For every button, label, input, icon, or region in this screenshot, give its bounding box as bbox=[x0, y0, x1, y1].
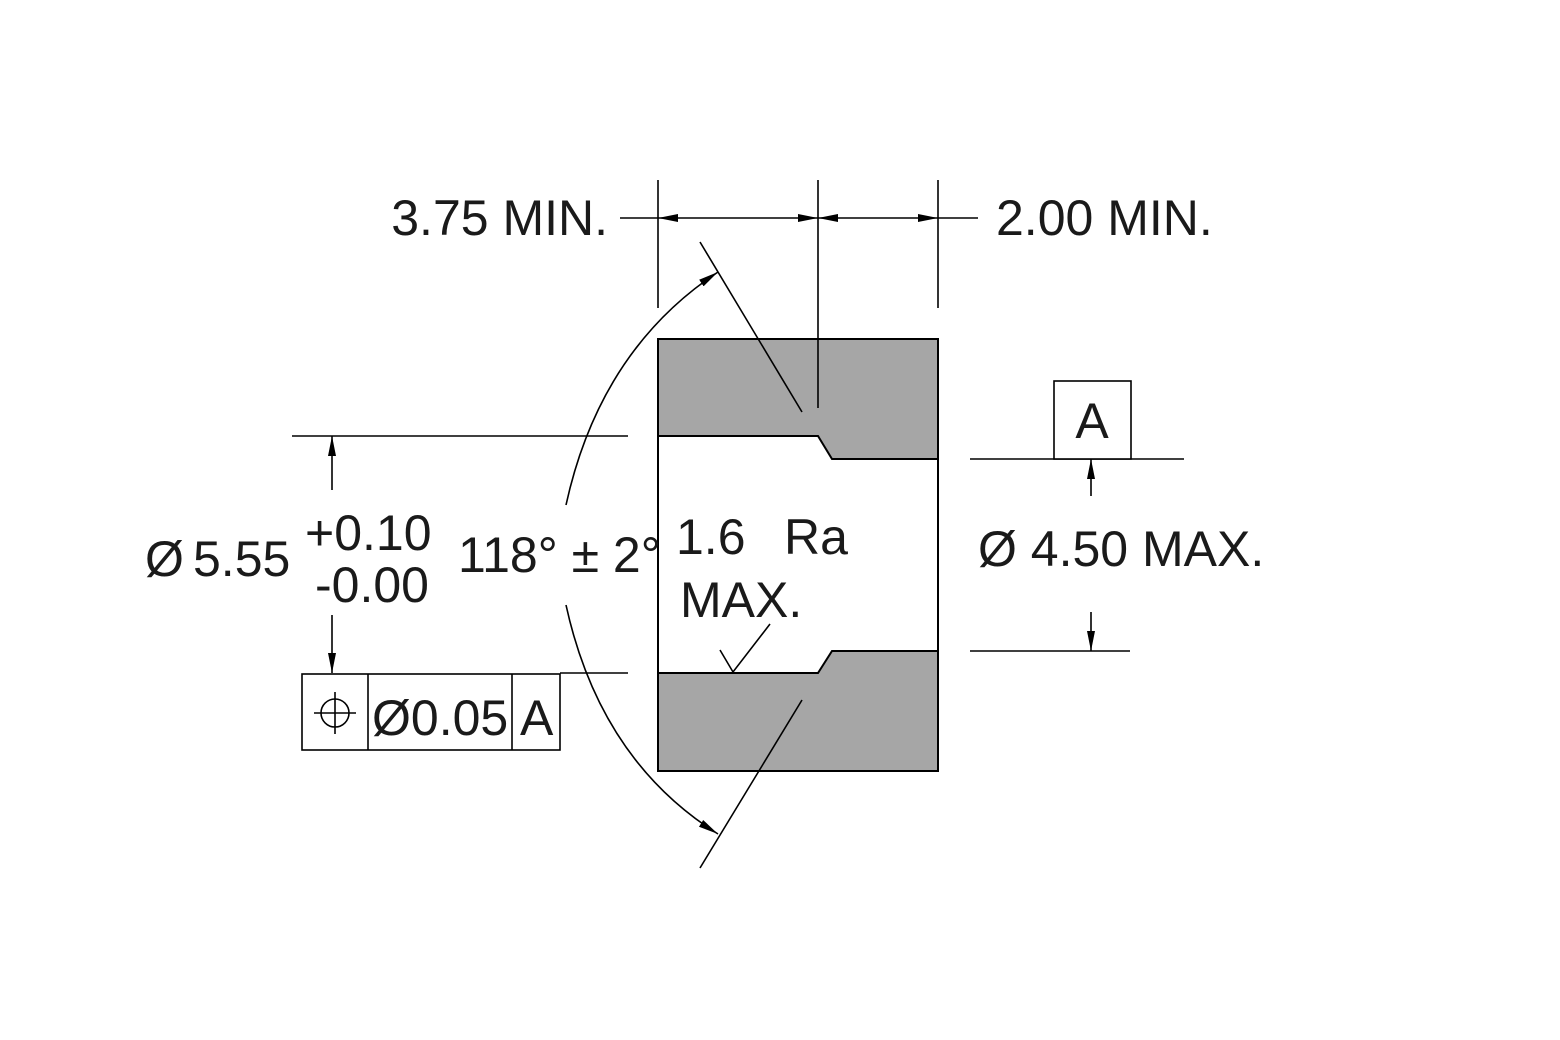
tolerance-upper: +0.10 bbox=[305, 505, 432, 561]
inner-diameter-dimension: Ø 4.50 MAX. A bbox=[970, 380, 1264, 652]
angle-arc-top bbox=[565, 271, 719, 506]
cone-line-top bbox=[699, 241, 803, 413]
datum-label: A bbox=[1075, 393, 1109, 449]
section-top bbox=[657, 338, 939, 460]
fcf-datum: A bbox=[520, 690, 554, 746]
roughness-unit: Ra bbox=[784, 509, 848, 565]
angle-arc-bottom bbox=[565, 604, 719, 835]
dim-text-375: 3.75 MIN. bbox=[391, 190, 608, 246]
datum-box bbox=[1053, 380, 1132, 460]
section-bottom bbox=[657, 650, 939, 772]
tolerance-lower: -0.00 bbox=[315, 557, 429, 613]
feature-control-frame: Ø0.05 A bbox=[301, 673, 561, 751]
top-dimension: 3.75 MIN. 2.00 MIN. bbox=[391, 180, 1213, 408]
roughness-max: MAX. bbox=[680, 572, 802, 628]
cone-line-bottom bbox=[699, 699, 803, 869]
diameter-symbol: Ø bbox=[145, 531, 184, 587]
inner-diameter-text: Ø 4.50 MAX. bbox=[978, 521, 1264, 577]
fcf-tolerance: Ø0.05 bbox=[372, 690, 508, 746]
angle-dimension: 118° ± 2° bbox=[458, 241, 803, 869]
part-section bbox=[657, 338, 939, 772]
outer-diameter-dimension: Ø 5.55 +0.10 -0.00 bbox=[145, 435, 628, 674]
position-icon bbox=[314, 692, 356, 734]
roughness-value: 1.6 bbox=[676, 509, 746, 565]
roughness-symbol bbox=[719, 623, 771, 674]
dim-text-200: 2.00 MIN. bbox=[996, 190, 1213, 246]
surface-roughness: 1.6 Ra MAX. bbox=[676, 509, 848, 674]
fcf-box bbox=[301, 673, 561, 751]
diameter-value: 5.55 bbox=[193, 531, 290, 587]
angle-text: 118° ± 2° bbox=[458, 527, 661, 583]
